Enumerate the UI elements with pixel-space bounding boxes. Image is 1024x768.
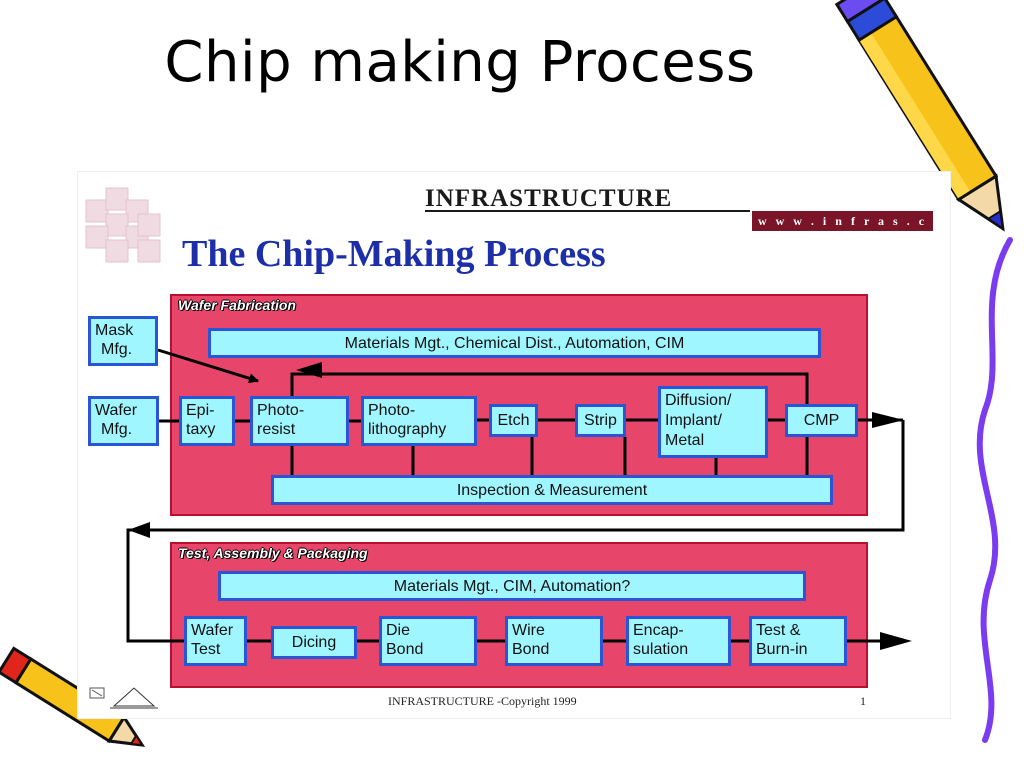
slide-title: Chip making Process — [164, 30, 756, 95]
wire-bond-box: Wire Bond — [505, 616, 603, 666]
diffusion-line3: Metal — [665, 432, 705, 449]
test-burn-in-box: Test & Burn-in — [749, 616, 847, 666]
photoresist-line1: Photo- — [257, 402, 305, 419]
inspection-text: Inspection & Measurement — [456, 481, 648, 499]
mask-mfg-line2: Mfg. — [101, 341, 133, 358]
epitaxy-box: Epi- taxy — [179, 396, 235, 446]
wafer-mfg-line1: Wafer — [95, 402, 138, 419]
photolithography-line2: lithography — [368, 421, 447, 438]
cmp-box: CMP — [785, 404, 858, 437]
wafer-fab-support-box: Materials Mgt., Chemical Dist., Automati… — [208, 328, 821, 358]
tap-support-box: Materials Mgt., CIM, Automation? — [218, 571, 806, 601]
wafer-fab-support-text: Materials Mgt., Chemical Dist., Automati… — [344, 334, 685, 352]
epitaxy-line1: Epi- — [186, 402, 215, 419]
die-bond-line2: Bond — [386, 641, 424, 658]
epitaxy-line2: taxy — [186, 421, 216, 438]
footer-page-number: 1 — [860, 694, 866, 708]
diffusion-box: Diffusion/ Implant/ Metal — [658, 386, 768, 458]
wafer-fabrication-label: Wafer Fabrication — [178, 297, 296, 313]
wafer-mfg-box: Wafer Mfg. — [88, 396, 159, 446]
die-bond-box: Die Bond — [379, 616, 477, 666]
test-assembly-label: Test, Assembly & Packaging — [178, 545, 368, 561]
photolithography-line1: Photo- — [368, 402, 416, 419]
photolithography-box: Photo- lithography — [361, 396, 477, 446]
inspection-box: Inspection & Measurement — [271, 475, 833, 505]
cmp-text: CMP — [803, 412, 840, 429]
encapsulation-line2: sulation — [633, 641, 689, 658]
die-bond-line1: Die — [386, 622, 411, 639]
wafer-test-box: Wafer Test — [184, 616, 247, 666]
wafer-mfg-line2: Mfg. — [101, 421, 133, 438]
logo-rule — [425, 210, 750, 212]
mask-mfg-line1: Mask — [95, 322, 134, 339]
wire-bond-line1: Wire — [512, 622, 545, 639]
diffusion-line2: Implant/ — [665, 412, 722, 429]
dicing-box: Dicing — [271, 626, 357, 659]
wafer-test-line1: Wafer — [191, 622, 234, 639]
strip-box: Strip — [575, 404, 626, 437]
diffusion-line1: Diffusion/ — [665, 392, 732, 409]
infrastructure-logo: INFRASTRUCTURE — [425, 185, 673, 212]
etch-box: Etch — [489, 404, 538, 437]
mask-mfg-box: Mask Mfg. — [88, 316, 158, 366]
pencil-mini-icon — [89, 687, 105, 699]
wafer-test-line2: Test — [191, 641, 221, 658]
diagram-title: The Chip-Making Process — [182, 233, 606, 275]
dicing-text: Dicing — [291, 634, 337, 651]
footer-copyright: INFRASTRUCTURE -Copyright 1999 — [388, 694, 577, 708]
encapsulation-line1: Encap- — [633, 622, 684, 639]
etch-text: Etch — [497, 412, 530, 429]
encapsulation-box: Encap- sulation — [626, 616, 731, 666]
wire-bond-line2: Bond — [512, 641, 550, 658]
test-burn-in-line1: Test & — [756, 622, 801, 639]
test-burn-in-line2: Burn-in — [756, 641, 808, 658]
strip-text: Strip — [584, 412, 617, 429]
photoresist-line2: resist — [257, 421, 296, 438]
logo-url: w w w . i n f r a s . c o m — [752, 211, 933, 248]
photoresist-box: Photo- resist — [250, 396, 349, 446]
tap-support-text: Materials Mgt., CIM, Automation? — [393, 577, 631, 595]
triangle-icon — [110, 687, 158, 709]
